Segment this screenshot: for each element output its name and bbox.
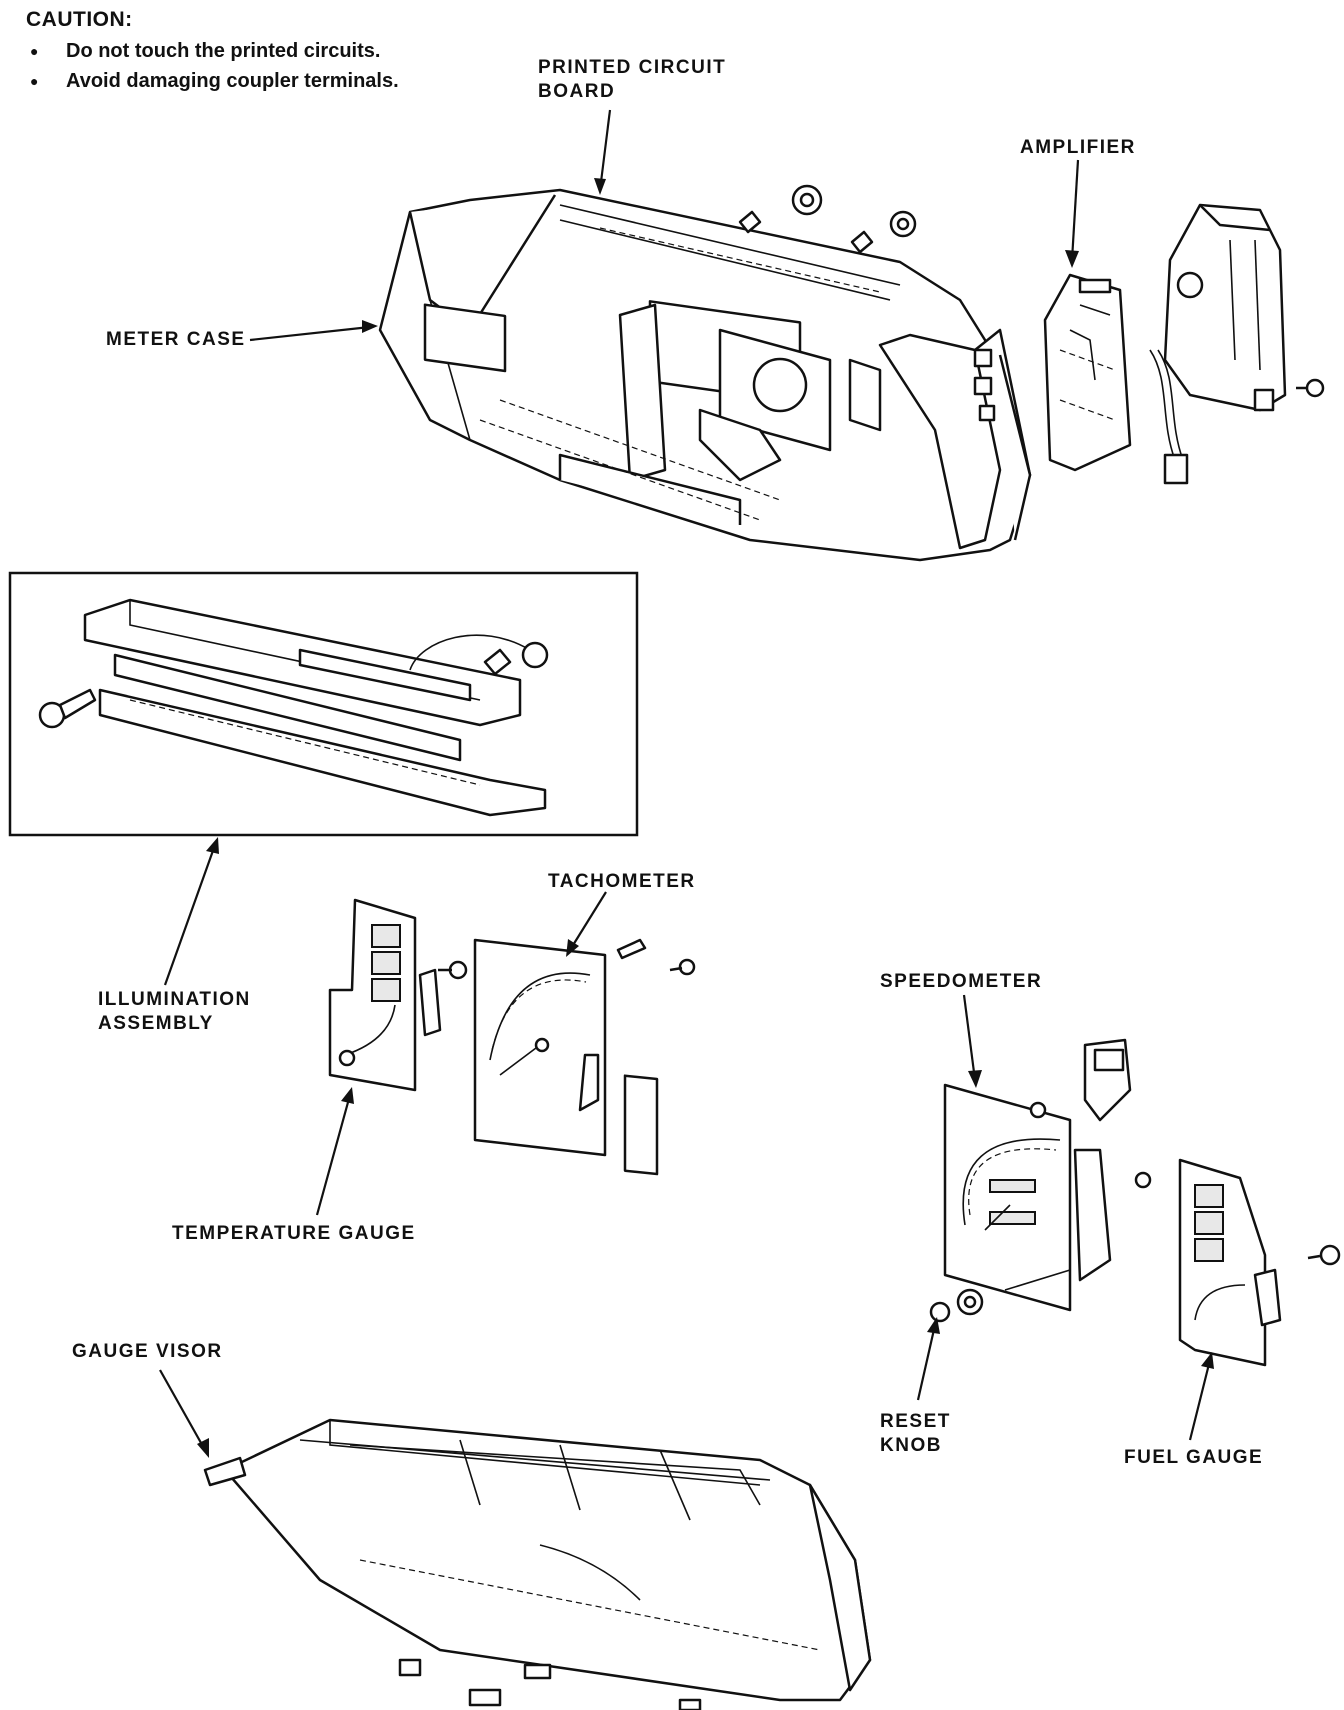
label-fuel-gauge: FUEL GAUGE — [1124, 1447, 1264, 1468]
label-printed-circuit-board-line-2: BOARD — [538, 81, 616, 102]
caution-item-1: Do not touch the printed circuits. — [26, 36, 399, 66]
meter-case — [378, 188, 1032, 562]
label-illumination-assembly-line-1: ILLUMINATION — [98, 989, 251, 1010]
label-tachometer: TACHOMETER — [548, 871, 696, 892]
amplifier-bracket — [1163, 203, 1325, 412]
arrow-illumination-assembly — [206, 837, 219, 854]
tachometer — [473, 938, 696, 1176]
label-speedometer: SPEEDOMETER — [880, 971, 1043, 992]
fuel-gauge — [1178, 1158, 1341, 1367]
caution-list: Do not touch the printed circuits. Avoid… — [26, 36, 399, 96]
gauge-visor — [203, 1418, 872, 1710]
arrow-fuel-gauge — [1201, 1352, 1214, 1369]
label-gauge-visor: GAUGE VISOR — [72, 1341, 223, 1362]
arrow-amplifier — [1065, 250, 1079, 268]
label-meter-case: METER CASE — [106, 329, 246, 350]
arrow-temperature-gauge — [341, 1087, 354, 1104]
label-reset-knob: RESET KNOB — [880, 1410, 951, 1458]
caution-item-2: Avoid damaging coupler terminals. — [26, 66, 399, 96]
arrow-speedometer — [968, 1070, 982, 1088]
label-illumination-assembly: ILLUMINATION ASSEMBLY — [98, 988, 251, 1036]
label-printed-circuit-board-line-1: PRINTED CIRCUIT — [538, 57, 727, 78]
bulb-sockets — [738, 184, 917, 254]
arrow-meter-case — [362, 320, 378, 333]
arrow-reset-knob — [927, 1317, 940, 1334]
arrow-printed-circuit-board — [594, 178, 606, 195]
label-printed-circuit-board: PRINTED CIRCUIT BOARD — [538, 56, 726, 104]
label-temperature-gauge: TEMPERATURE GAUGE — [172, 1223, 416, 1244]
amplifier — [1043, 273, 1189, 485]
leader-lines — [159, 109, 1214, 1458]
label-reset-knob-line-2: KNOB — [880, 1435, 942, 1456]
temperature-gauge — [328, 898, 468, 1092]
caution-heading: CAUTION: — [26, 8, 133, 31]
arrow-tachometer — [566, 939, 579, 957]
label-amplifier: AMPLIFIER — [1020, 137, 1136, 158]
label-illumination-assembly-line-2: ASSEMBLY — [98, 1013, 214, 1034]
speedometer — [929, 1038, 1152, 1323]
label-reset-knob-line-1: RESET — [880, 1411, 951, 1432]
arrow-gauge-visor — [197, 1438, 209, 1458]
illumination-assembly-box — [8, 571, 639, 837]
caution-box: CAUTION: Do not touch the printed circui… — [26, 8, 399, 96]
